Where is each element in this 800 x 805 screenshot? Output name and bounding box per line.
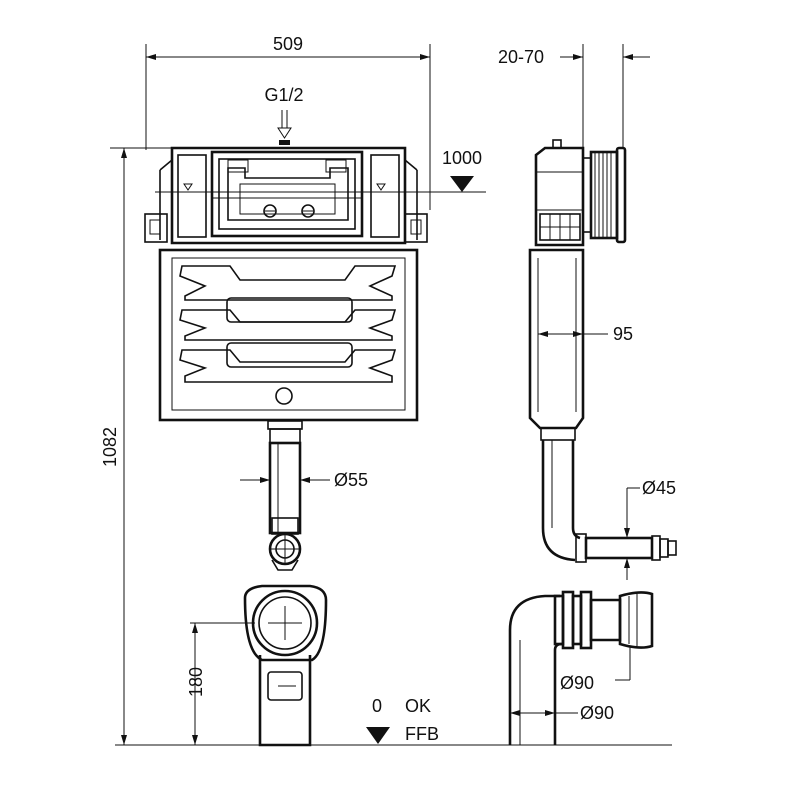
ok-label: OK [405, 696, 431, 716]
height-label: 1082 [100, 427, 120, 467]
supply-thread-label: G1/2 [264, 85, 303, 105]
bend-diameter-dimensions: Ø90 Ø90 [510, 646, 631, 723]
side-cistern-tank [528, 248, 585, 430]
pan-connector-bend [508, 590, 654, 745]
ffb-label: FFB [405, 724, 439, 744]
depth-range-dimension: 20-70 [498, 44, 650, 148]
outlet-height-label: 180 [186, 667, 206, 697]
width-label: 509 [273, 34, 303, 54]
front-view: 509 G1/2 1082 [100, 34, 486, 747]
flush-pipe [267, 420, 303, 571]
pan-connector-dia-label: Ø90 [580, 703, 614, 723]
reference-level-label: 1000 [442, 148, 482, 168]
cistern-tank [158, 248, 419, 422]
bend-dia-label: Ø90 [560, 673, 594, 693]
frame-depth-label: 95 [613, 324, 633, 344]
flush-pipe-diameter-dimension: Ø55 [240, 470, 368, 490]
floor-level-marker: 0 OK FFB [366, 696, 439, 744]
outlet-dia-label: Ø45 [642, 478, 676, 498]
depth-range-label: 20-70 [498, 47, 544, 67]
level-1000-marker: 1000 [440, 148, 486, 193]
pan-outlet-front [190, 584, 328, 747]
ok-zero-label: 0 [372, 696, 382, 716]
width-dimension: 509 [145, 34, 431, 210]
outlet-diameter-dimension: Ø45 [624, 478, 676, 580]
outlet-height-dimension: 180 [186, 623, 206, 745]
height-dimension: 1082 [100, 147, 175, 745]
flush-pipe-dia-label: Ø55 [334, 470, 368, 490]
water-supply-callout: G1/2 [264, 85, 304, 145]
side-cistern-top [534, 139, 627, 247]
side-view: 20-70 [498, 44, 677, 745]
side-flush-pipe [540, 427, 677, 563]
cistern-top-assembly [144, 146, 470, 245]
frame-depth-dimension: 95 [538, 324, 633, 344]
